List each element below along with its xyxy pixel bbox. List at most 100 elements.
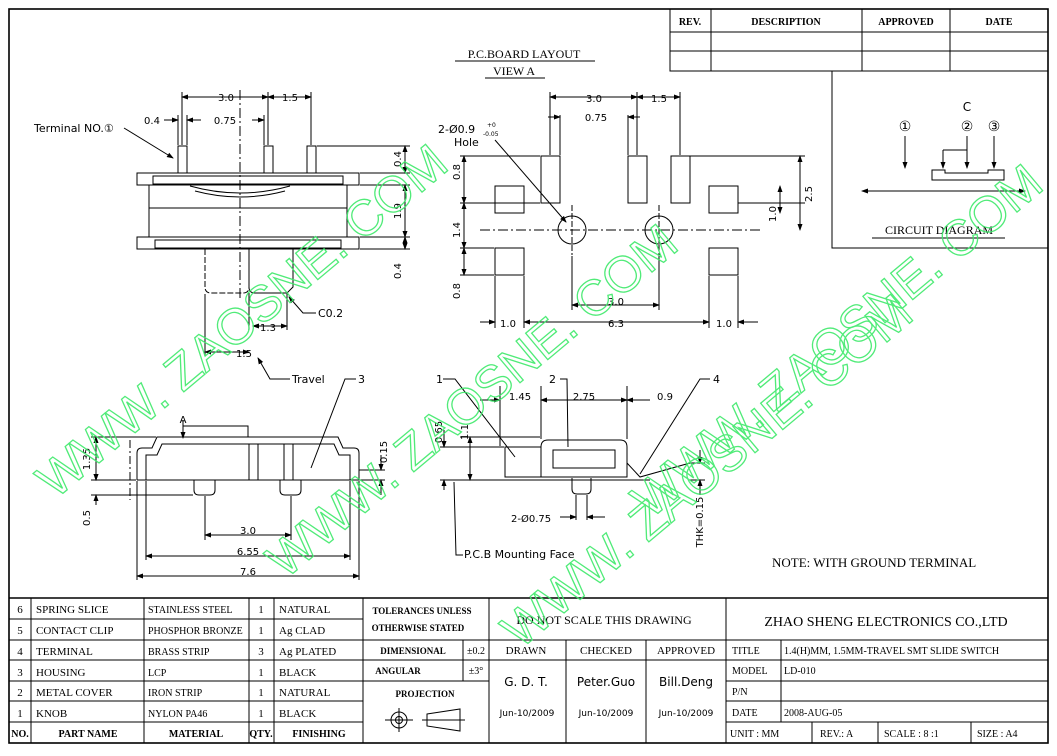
circuit-terminal-2: ② <box>961 119 974 135</box>
side-dim-pin-dia: 2-Ø0.75 <box>511 513 551 525</box>
approval-block: DO NOT SCALE THIS DRAWING DRAWN CHECKED … <box>499 613 715 719</box>
rev-label: REV.: A <box>820 729 854 740</box>
pn-label: P/N <box>732 687 748 698</box>
view-a-marker: A <box>180 415 187 426</box>
part-material: IRON STRIP <box>148 688 203 699</box>
tolerances-block: TOLERANCES UNLESS OTHERWISE STATED DIMEN… <box>372 606 485 699</box>
pcb-layout: P.C.BOARD LAYOUT VIEW A <box>438 47 815 330</box>
part-qty: 1 <box>258 667 264 679</box>
rev-header-description: DESCRIPTION <box>751 17 821 28</box>
part-no: 5 <box>17 625 23 637</box>
tolerances-title-1: TOLERANCES UNLESS <box>372 606 471 616</box>
approved-by: Bill.Deng <box>659 675 713 689</box>
front-dim-0-15: 0.15 <box>379 441 390 463</box>
top-dim-0-4-right-top: 0.4 <box>393 151 404 167</box>
front-dim-6-55: 6.55 <box>237 547 259 558</box>
ground-terminal-note: NOTE: WITH GROUND TERMINAL <box>772 555 976 570</box>
part-material: BRASS STRIP <box>148 647 210 658</box>
bottom-table-grid <box>9 597 1048 743</box>
pcb-hole-tol-plus: +0 <box>487 122 496 129</box>
rev-header-rev: REV. <box>679 17 702 28</box>
parts-header-no: NO. <box>11 729 29 740</box>
mounting-face-label: P.C.B Mounting Face <box>464 548 575 561</box>
circuit-terminal-1: ① <box>899 119 912 135</box>
dimensional-label: DIMENSIONAL <box>380 646 446 656</box>
top-dim-0-4-right-bottom: 0.4 <box>393 263 404 279</box>
pcb-dim-1-0-v: 1.0 <box>768 206 779 222</box>
projection-label: PROJECTION <box>395 689 455 699</box>
part-qty: 1 <box>258 625 264 637</box>
title-value: 1.4(H)MM, 1.5MM-TRAVEL SMT SLIDE SWITCH <box>784 646 999 657</box>
side-dim-0-9: 0.9 <box>657 392 673 403</box>
top-dim-0-4: 0.4 <box>144 116 160 127</box>
title-label: TITLE <box>732 646 760 657</box>
part-name: KNOB <box>36 708 67 720</box>
part-name: CONTACT CLIP <box>36 625 113 637</box>
sheet-border <box>8 8 1049 744</box>
pcb-dim-3-0-holes: 3.0 <box>608 297 624 308</box>
parts-header-finishing: FINISHING <box>292 729 346 740</box>
part-no: 4 <box>17 646 23 658</box>
part-name: HOUSING <box>36 667 86 679</box>
side-dim-thk: THK=0.15 <box>695 497 706 549</box>
pcb-hole-label: 2-Ø0.9 <box>438 123 475 136</box>
top-dim-0-75: 0.75 <box>214 116 236 127</box>
checked-date: Jun-10/2009 <box>578 709 634 719</box>
part-name: METAL COVER <box>36 687 113 699</box>
pcb-dim-1-5: 1.5 <box>651 94 667 105</box>
date-value: 2008-AUG-05 <box>784 708 842 719</box>
front-dim-0-5: 0.5 <box>82 510 93 526</box>
drawn-by: G. D. T. <box>504 675 548 689</box>
side-dim-2-75: 2.75 <box>573 392 595 403</box>
circuit-title: CIRCUIT DIAGRAM <box>885 223 993 237</box>
model-value: LD-010 <box>784 666 816 677</box>
side-part-4: 4 <box>713 373 720 386</box>
front-view: A 3 1.35 0.15 0.5 3.0 6.55 7.6 <box>82 373 390 580</box>
angular-label: ANGULAR <box>375 666 421 676</box>
scale-label: SCALE : 8 :1 <box>884 729 939 740</box>
side-dim-0-65: 0.65 <box>434 421 445 443</box>
checked-label: CHECKED <box>580 645 632 657</box>
pcb-dim-1-0-right: 1.0 <box>716 319 732 330</box>
part-qty: 1 <box>258 687 264 699</box>
part-material: STAINLESS STEEL <box>148 605 232 616</box>
part-no: 1 <box>17 708 23 720</box>
size-label: SIZE : A4 <box>977 729 1018 740</box>
top-dim-1-3: 1.3 <box>260 323 276 334</box>
part-material: NYLON PA46 <box>148 709 207 720</box>
angular-value: ±3° <box>469 666 484 677</box>
watermark-text: WWW. ZAOSNE. COM <box>621 153 1053 528</box>
part-finishing: BLACK <box>279 667 316 679</box>
model-label: MODEL <box>732 666 768 677</box>
parts-list: 6 SPRING SLICE STAINLESS STEEL 1 NATURAL… <box>11 604 346 740</box>
part-no: 3 <box>17 667 23 679</box>
parts-header-name: PART NAME <box>59 729 118 740</box>
side-part-1: 1 <box>436 373 443 386</box>
part-material: PHOSPHOR BRONZE <box>148 626 243 637</box>
checked-by: Peter.Guo <box>577 675 635 689</box>
part-finishing: NATURAL <box>279 604 331 616</box>
part-no: 2 <box>17 687 23 699</box>
side-view: 1 2 4 1.45 2.75 0.9 0.65 1.1 2-Ø0.75 THK… <box>434 373 720 561</box>
pcb-subtitle: VIEW A <box>493 64 535 78</box>
do-not-scale-notice: DO NOT SCALE THIS DRAWING <box>516 613 692 627</box>
parts-header-qty: QTY. <box>249 729 273 740</box>
circuit-diagram: C ① ② ③ CIRCUIT DIAGRAM <box>831 70 1049 249</box>
title-block: ZHAO SHENG ELECTRONICS CO.,LTD TITLE 1.4… <box>730 615 1018 740</box>
pcb-hole-tol-minus: -0.05 <box>483 131 499 138</box>
part-no: 6 <box>17 604 23 616</box>
part-name: TERMINAL <box>36 646 93 658</box>
drawn-label: DRAWN <box>506 645 547 657</box>
pcb-dim-1-0-left: 1.0 <box>500 319 516 330</box>
side-dim-1-45: 1.45 <box>509 392 531 403</box>
drawn-date: Jun-10/2009 <box>499 709 555 719</box>
front-dim-3-0: 3.0 <box>240 526 256 537</box>
rev-header-approved: APPROVED <box>878 17 934 28</box>
company-name: ZHAO SHENG ELECTRONICS CO.,LTD <box>764 615 1007 630</box>
part-material: LCP <box>148 668 167 679</box>
unit-label: UNIT : MM <box>730 729 779 740</box>
watermarks: WWW. ZAOSNE. COM WWW. ZAOSNE. COM WWW. Z… <box>25 133 1053 659</box>
part-qty: 1 <box>258 604 264 616</box>
date-label: DATE <box>732 708 758 719</box>
